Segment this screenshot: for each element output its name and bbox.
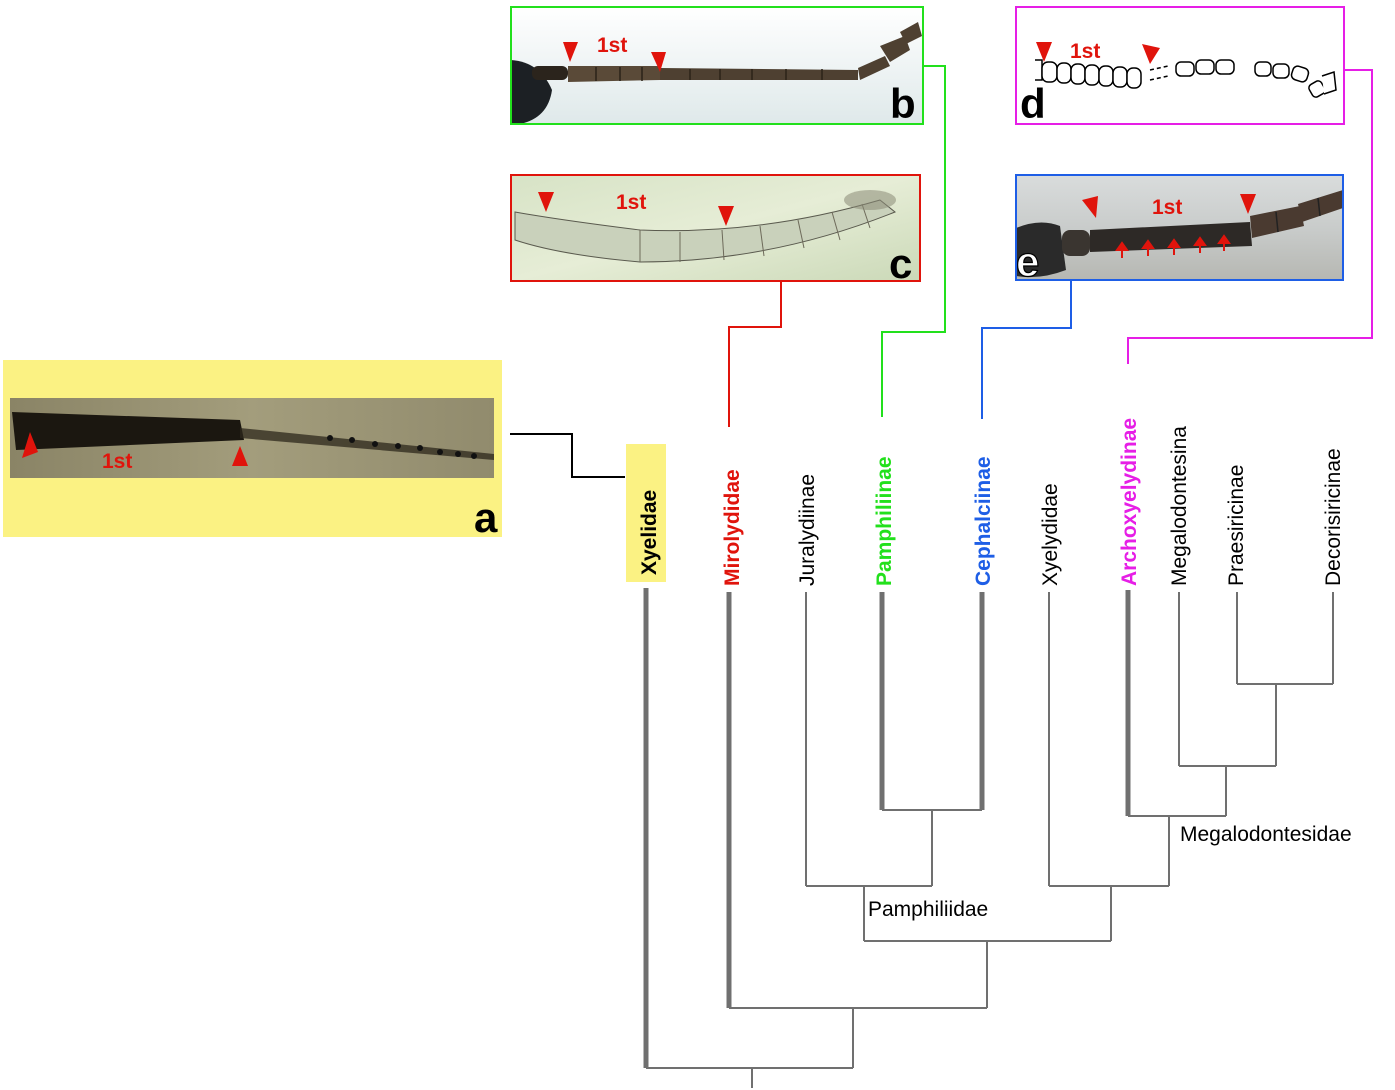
panel-a: 1st a <box>3 360 502 541</box>
panel-d-frame <box>1015 6 1345 125</box>
panel-a-arrowhead-right <box>232 446 248 466</box>
connector-b <box>881 65 946 417</box>
taxon-xyelidae: Xyelidae <box>638 490 661 575</box>
panel-b-arrowhead-left <box>563 42 578 62</box>
connector-c <box>728 281 782 427</box>
taxon-xyelydidae: Xyelydidae <box>1039 483 1062 586</box>
taxon-labels: Xyelidae Mirolydidae Juralydiinae Pamphi… <box>638 418 1345 586</box>
panel-d-segment-label: 1st <box>1070 40 1100 63</box>
panel-b-antenna <box>511 22 922 124</box>
taxon-juralydiinae: Juralydiinae <box>796 474 819 586</box>
taxon-pamphiliinae: Pamphiliinae <box>873 456 896 586</box>
panel-b: 1st b <box>510 6 924 127</box>
panel-b-letter: b <box>890 80 916 127</box>
panel-d-letter: d <box>1020 80 1046 127</box>
panel-e-arrowhead-left <box>1082 196 1098 218</box>
panel-e-letter: e <box>1016 238 1039 285</box>
taxon-mirolydidae: Mirolydidae <box>721 469 744 586</box>
panel-e-arrowhead-right <box>1240 194 1256 214</box>
panel-e-small-arrows <box>1115 234 1231 258</box>
panel-a-letter: a <box>474 494 498 541</box>
panel-c-arrowhead-left <box>538 192 554 212</box>
panel-c-frame <box>510 174 921 282</box>
connector-a <box>510 433 625 478</box>
panel-c: 1st c <box>510 174 921 287</box>
panel-e-antenna <box>1016 190 1343 278</box>
panel-a-arrowhead-left <box>22 432 38 458</box>
connector-e <box>981 280 1072 419</box>
panel-d: 1st d <box>1015 6 1345 127</box>
panel-c-segment-label: 1st <box>616 191 646 214</box>
panel-c-arrowhead-right <box>718 206 734 226</box>
panel-c-letter: c <box>889 240 912 287</box>
panel-a-antenna <box>12 412 494 460</box>
panel-b-segment-label: 1st <box>597 34 627 57</box>
panel-e-frame <box>1015 174 1344 281</box>
panel-d-arrowhead-left <box>1036 42 1052 62</box>
clade-label-megalodontesidae: Megalodontesidae <box>1180 823 1352 846</box>
panel-a-segment-label: 1st <box>102 450 132 473</box>
panel-connectors <box>510 65 1373 478</box>
panel-c-antenna <box>514 190 896 263</box>
taxon-cephalciinae: Cephalciinae <box>972 456 995 586</box>
taxon-megalodontesina: Megalodontesina <box>1168 426 1191 586</box>
taxon-praesiricinae: Praesiricinae <box>1225 465 1248 586</box>
clade-label-pamphiliidae: Pamphiliidae <box>868 898 988 921</box>
taxon-archoxyelydinae: Archoxyelydinae <box>1118 418 1141 586</box>
panel-d-antenna-drawing <box>1035 59 1337 98</box>
panel-e: 1st e <box>1015 174 1344 286</box>
xyelidae-highlight <box>626 444 666 582</box>
panel-b-arrowhead-right <box>651 52 666 72</box>
panel-e-segment-label: 1st <box>1152 196 1182 219</box>
panel-b-photo <box>511 7 923 124</box>
taxon-decorisiricinae: Decorisiricinae <box>1322 448 1345 586</box>
connector-d <box>1127 69 1373 364</box>
phylogenetic-tree <box>643 588 1334 1088</box>
panel-d-arrowhead-right <box>1142 44 1160 64</box>
